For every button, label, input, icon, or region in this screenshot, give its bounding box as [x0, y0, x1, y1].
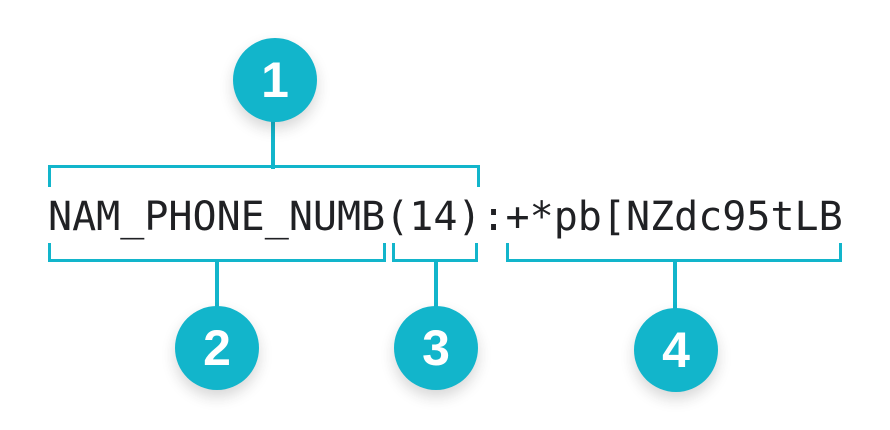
- callout-3-number: 3: [422, 320, 450, 376]
- callout-1-badge: 1: [233, 38, 317, 122]
- callout-3-connector: [434, 260, 438, 310]
- callout-3-badge: 3: [394, 306, 478, 390]
- token-string: NAM_PHONE_NUMB(14):+*pb[NZdc95tLB: [48, 194, 843, 240]
- callout-1-connector: [271, 119, 275, 169]
- callout-4-badge: 4: [634, 308, 718, 392]
- callout-2-connector: [215, 260, 219, 310]
- callout-4-number: 4: [662, 322, 690, 378]
- callout-2-number: 2: [203, 320, 231, 376]
- callout-1-bracket: [48, 165, 480, 187]
- callout-2-badge: 2: [175, 306, 259, 390]
- callout-4-connector: [673, 260, 677, 312]
- callout-1-number: 1: [261, 52, 289, 108]
